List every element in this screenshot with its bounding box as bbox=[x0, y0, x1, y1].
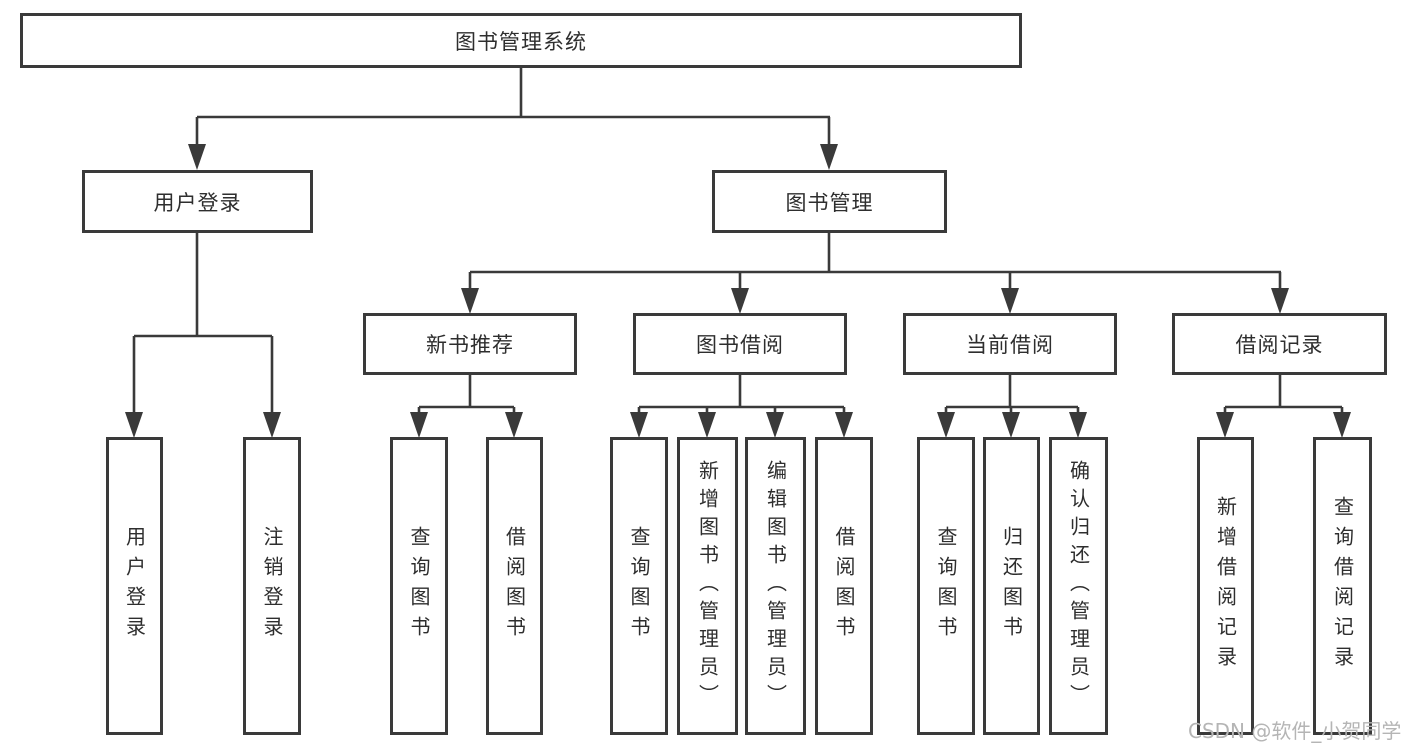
leaf-logout: 注销登录 bbox=[243, 437, 301, 735]
leaf-user-login: 用户登录 bbox=[106, 437, 163, 735]
node-borrow-records: 借阅记录 bbox=[1172, 313, 1387, 375]
leaf-cb-confirm-return-admin: 确认归还（管理员） bbox=[1049, 437, 1108, 735]
leaf-bb-query-book: 查询图书 bbox=[610, 437, 668, 735]
node-current-borrow: 当前借阅 bbox=[903, 313, 1117, 375]
leaf-cb-return-book: 归还图书 bbox=[983, 437, 1040, 735]
leaf-br-query-record: 查询借阅记录 bbox=[1313, 437, 1372, 735]
node-book-borrow: 图书借阅 bbox=[633, 313, 847, 375]
leaf-br-add-record: 新增借阅记录 bbox=[1197, 437, 1254, 735]
leaf-bb-edit-book-admin: 编辑图书（管理员） bbox=[745, 437, 806, 735]
leaf-bb-borrow-book: 借阅图书 bbox=[815, 437, 873, 735]
leaf-bb-add-book-admin: 新增图书（管理员） bbox=[677, 437, 738, 735]
node-new-book-recommend: 新书推荐 bbox=[363, 313, 577, 375]
leaf-nb-query-book: 查询图书 bbox=[390, 437, 448, 735]
watermark: CSDN @软件_小贺同学 bbox=[1188, 719, 1402, 743]
node-book-management: 图书管理 bbox=[712, 170, 947, 233]
node-root: 图书管理系统 bbox=[20, 13, 1022, 68]
leaf-cb-query-book: 查询图书 bbox=[917, 437, 975, 735]
node-user-login: 用户登录 bbox=[82, 170, 313, 233]
leaf-nb-borrow-book: 借阅图书 bbox=[486, 437, 543, 735]
